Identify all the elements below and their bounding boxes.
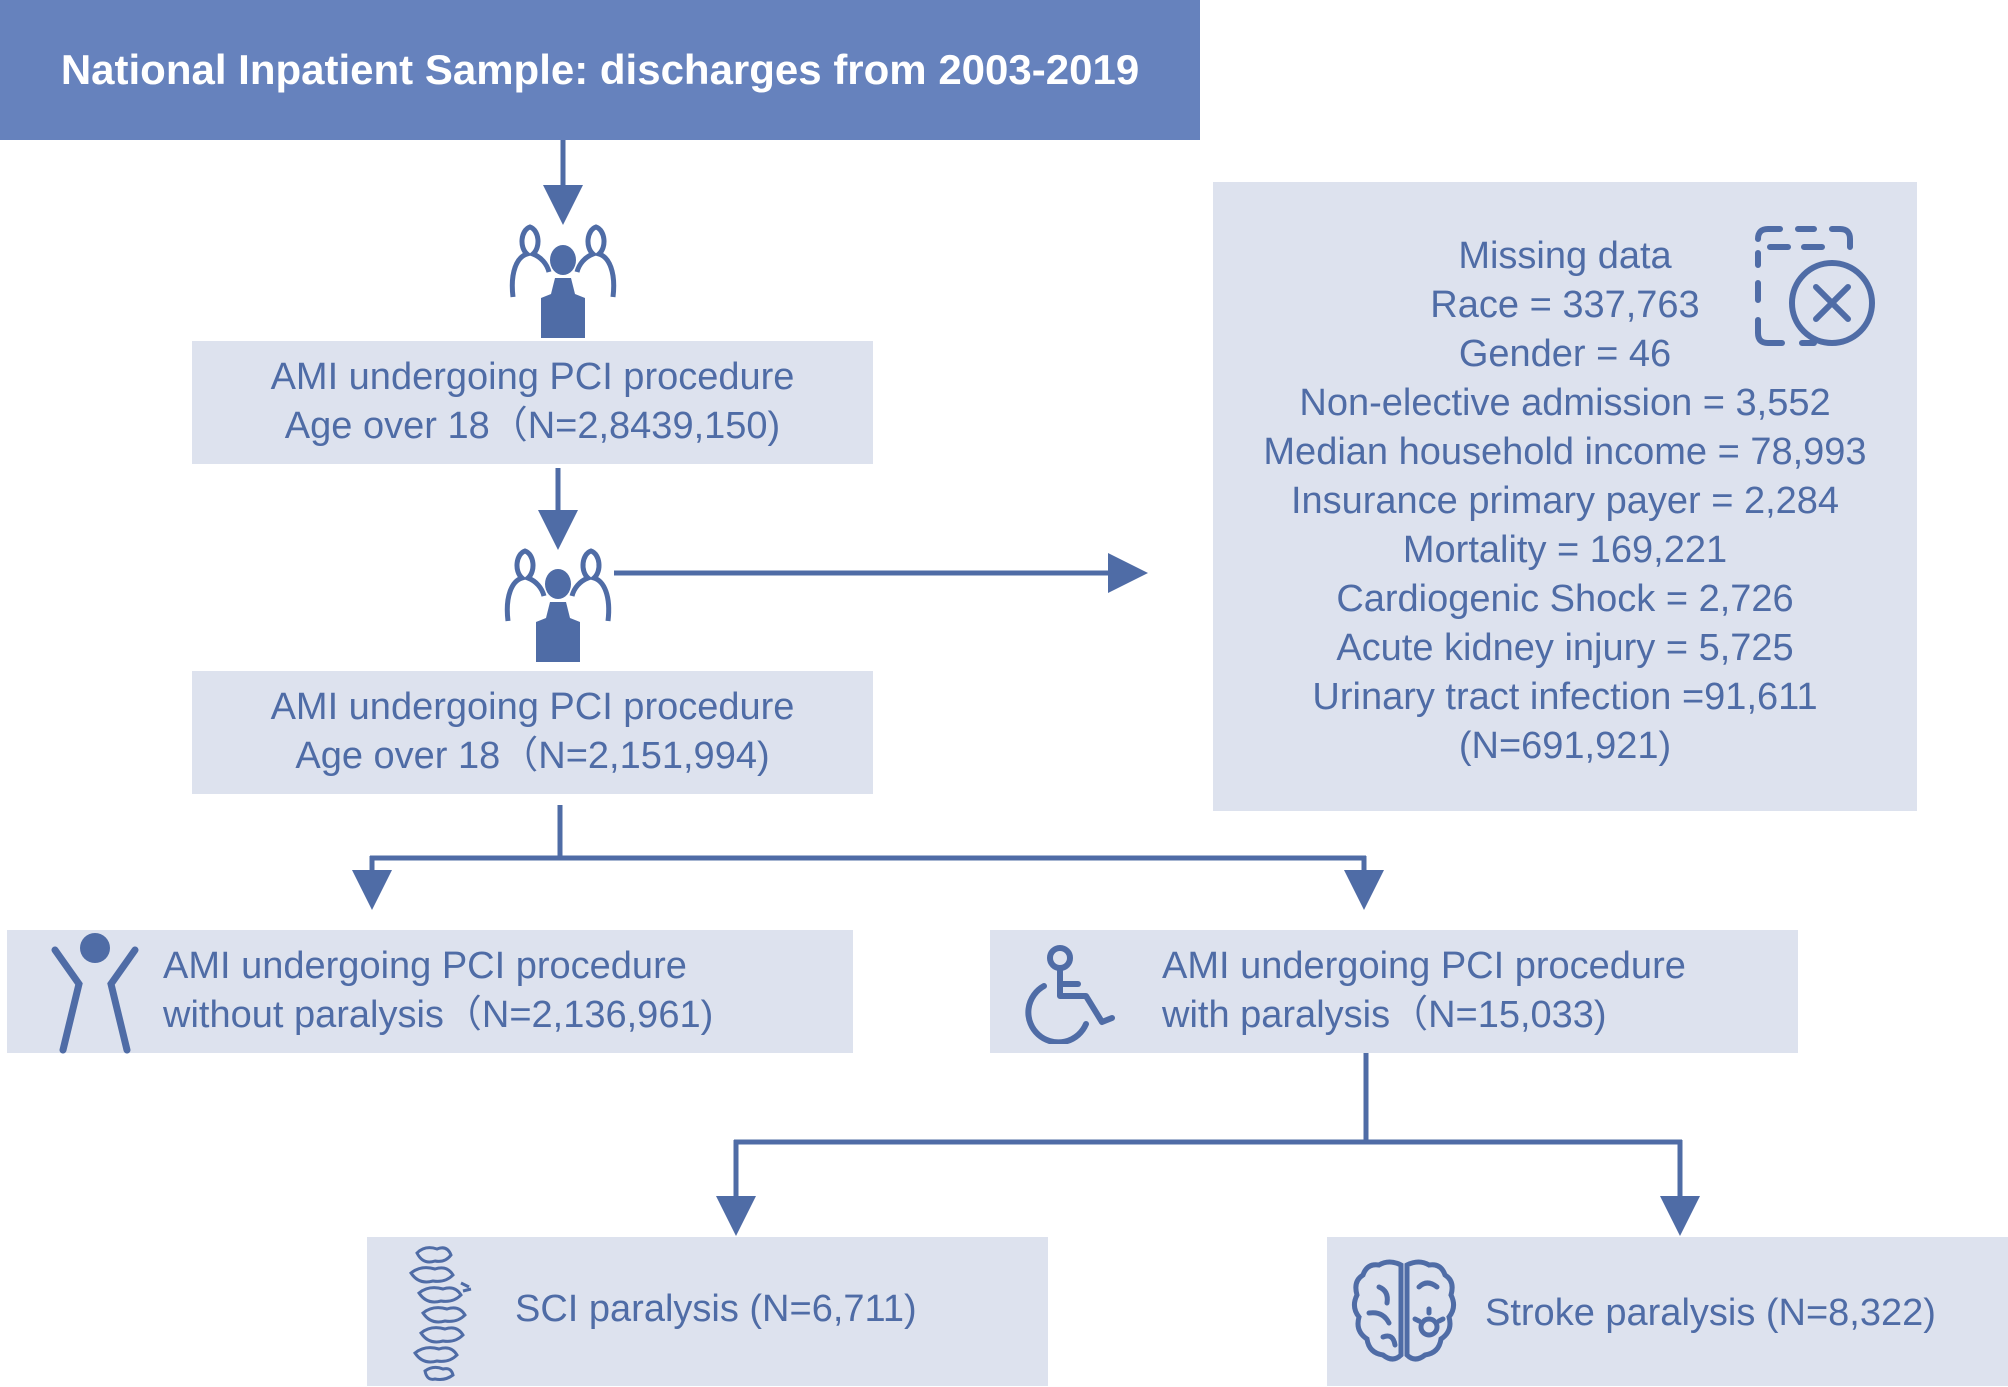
document-x-icon [1755, 226, 1875, 346]
missing-item: Gender = 46 [1458, 333, 1672, 375]
with-line1: AMI undergoing PCI procedure [1162, 945, 1686, 987]
brain-icon [1351, 1259, 1457, 1362]
step1-line2: Age over 18（N=2,8439,150) [284, 405, 781, 447]
stroke-paralysis-box: Stroke paralysis (N=8,322) [1327, 1237, 2008, 1386]
missing-item: Mortality = 169,221 [1402, 529, 1728, 571]
step1-box: AMI undergoing PCI procedure Age over 18… [192, 341, 873, 464]
without-paralysis-box: AMI undergoing PCI procedure without par… [7, 930, 853, 1054]
step2-box: AMI undergoing PCI procedure Age over 18… [192, 671, 873, 794]
missing-item: Acute kidney injury = 5,725 [1336, 627, 1794, 669]
missing-item: Cardiogenic Shock = 2,726 [1336, 578, 1794, 620]
spine-icon [408, 1246, 472, 1381]
person-arms-up-icon [51, 933, 139, 1054]
missing-item: Race = 337,763 [1430, 284, 1700, 326]
missing-item: Non-elective admission = 3,552 [1299, 382, 1831, 424]
step1-line1: AMI undergoing PCI procedure [270, 356, 795, 398]
sci-paralysis-box: SCI paralysis (N=6,711) [367, 1237, 1048, 1386]
missing-title: Missing data [1458, 235, 1672, 277]
missing-total: (N=691,921) [1458, 725, 1672, 767]
people-group-icon [509, 224, 617, 338]
step2-line1: AMI undergoing PCI procedure [270, 686, 795, 728]
missing-data-box: Missing data Race = 337,763 Gender = 46 … [1213, 182, 1917, 811]
without-line2: without paralysis（N=2,136,961) [163, 994, 714, 1036]
without-line1: AMI undergoing PCI procedure [163, 945, 687, 987]
missing-item: Median household income = 78,993 [1263, 431, 1867, 473]
missing-item: Urinary tract infection =91,611 [1312, 676, 1818, 718]
wheelchair-icon [1025, 945, 1115, 1044]
with-line2: with paralysis（N=15,033) [1162, 994, 1607, 1036]
stroke-label: Stroke paralysis (N=8,322) [1485, 1292, 1936, 1334]
with-paralysis-box: AMI undergoing PCI procedure with paraly… [990, 930, 1798, 1053]
people-group-icon [504, 548, 612, 662]
step2-line2: Age over 18（N=2,151,994) [295, 735, 770, 777]
page-title: National Inpatient Sample: discharges fr… [0, 0, 1200, 140]
missing-item: Insurance primary payer = 2,284 [1290, 480, 1840, 522]
sci-label: SCI paralysis (N=6,711) [515, 1288, 917, 1330]
